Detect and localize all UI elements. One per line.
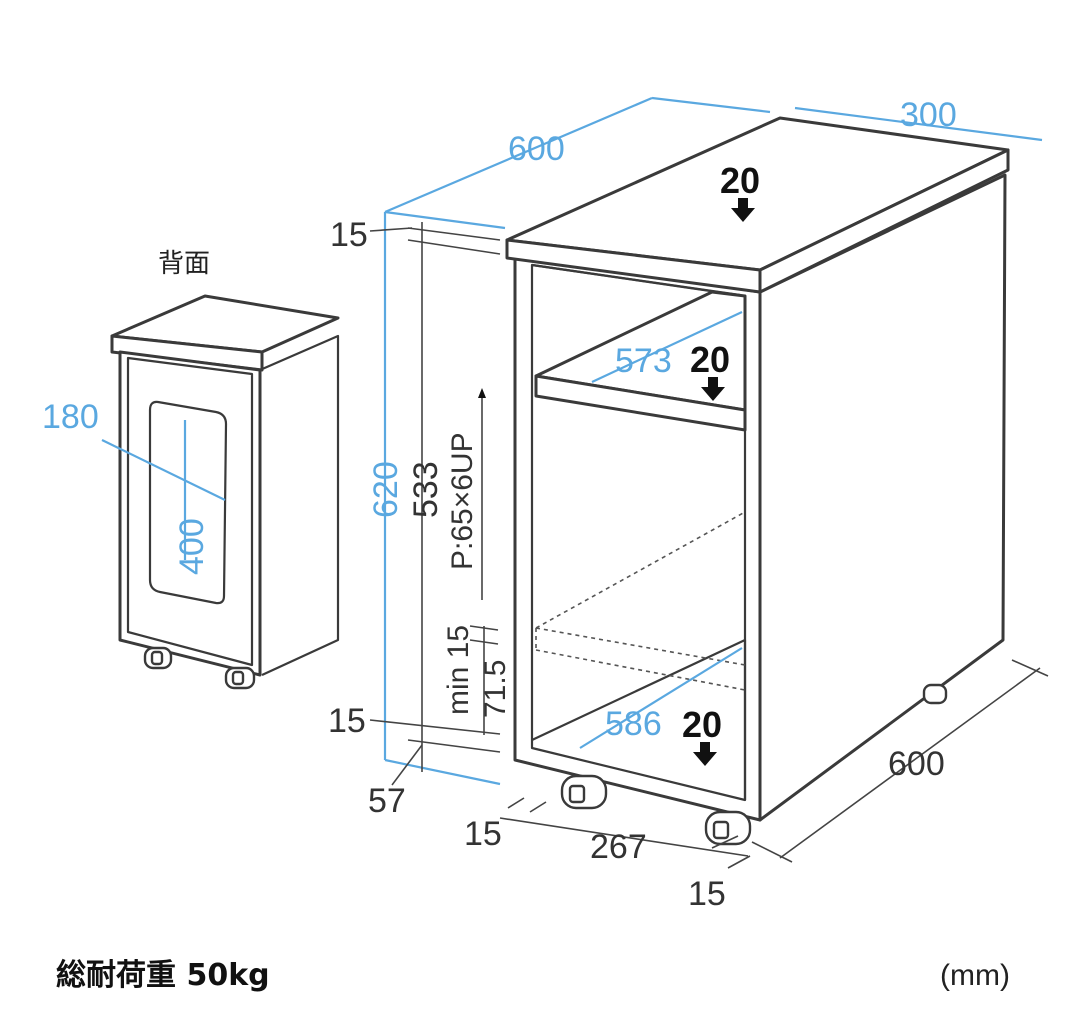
top-width-line-ext	[651, 96, 771, 114]
shelf-depth-line	[591, 311, 743, 383]
shelf-front-edge	[534, 374, 747, 432]
down-arrow-icon	[701, 377, 725, 401]
caster-wheel-icon	[704, 810, 752, 846]
pitch-label: P:65×6UP	[446, 432, 479, 570]
back-body	[118, 350, 262, 677]
caster-wheel-icon	[143, 646, 173, 670]
top-thickness-label: 15	[330, 216, 368, 254]
top-thickness-leader	[369, 227, 413, 232]
optional-shelf-dash-2	[535, 627, 746, 666]
top-width-line	[384, 96, 653, 214]
inner-height-label: 533	[407, 461, 445, 518]
shelf-load-label: 20	[690, 339, 730, 380]
down-arrow-icon	[731, 198, 755, 222]
bottom-shelf-back	[531, 638, 747, 800]
back-view: 背面 180 400	[42, 249, 340, 690]
top-width-ext-left	[384, 210, 506, 230]
bottom-thickness-ext	[407, 739, 501, 753]
optional-shelf-dash-3	[535, 649, 746, 691]
bottom-width-line	[499, 817, 749, 857]
opening-width-label: 180	[42, 398, 99, 436]
bottom-load-label: 20	[682, 704, 722, 745]
inner-width-label: 267	[590, 828, 647, 866]
pitch-arrow	[478, 388, 486, 398]
opening-width-leader	[101, 439, 226, 501]
back-body-inner	[126, 356, 254, 667]
bottom-width-tick-4	[727, 855, 751, 869]
back-view-label: 背面	[158, 249, 210, 279]
back-side-edge	[259, 334, 340, 676]
opening-height-label: 400	[173, 518, 211, 575]
bottom-thickness-label: 15	[328, 702, 366, 740]
load-markers: 20 20 20	[682, 160, 760, 766]
dimensions: 600 300 620 533 P:65×6UP 15 min 15 71.5 …	[328, 96, 1049, 913]
total-height-ext-bottom	[384, 758, 501, 786]
top-thickness-ext-1	[407, 227, 501, 241]
total-height-label: 620	[367, 461, 405, 518]
caster-wheel-icon	[560, 774, 608, 810]
back-cable-opening	[148, 400, 228, 605]
side-board-right-label: 15	[688, 875, 726, 913]
inner-top-line	[531, 263, 741, 297]
top-load-label: 20	[720, 160, 760, 201]
base-depth-line	[779, 667, 1041, 859]
side-board-left-label: 15	[464, 815, 502, 853]
base-depth-ext-2	[1011, 659, 1049, 677]
down-arrow-icon	[693, 742, 717, 766]
caster-wheel-icon	[224, 666, 256, 690]
bottom-width-tick-3	[711, 835, 739, 849]
base-depth-label: 600	[888, 745, 945, 783]
shelf-depth-label: 573	[615, 342, 672, 380]
caster-wheel-icon	[922, 683, 948, 705]
bottom-depth-line	[579, 647, 743, 749]
main-cart	[505, 116, 1010, 846]
top-depth-label: 300	[900, 96, 957, 134]
base-depth-ext-1	[751, 841, 793, 863]
bottom-width-tick-1	[507, 797, 525, 809]
top-thickness-ext-2	[407, 239, 501, 255]
total-capacity-label: 総耐荷重 50kg	[56, 958, 270, 993]
caster-height-leader	[391, 744, 423, 786]
bottom-width-tick-2	[529, 801, 547, 813]
top-depth-line	[794, 106, 1043, 142]
bottom-depth-label: 586	[605, 705, 662, 743]
top-side-edge	[758, 148, 1010, 294]
caster-height-label: 57	[368, 782, 406, 820]
bottom-thickness-leader	[369, 719, 501, 735]
top-width-label: 600	[508, 130, 565, 168]
min-shelf-label: min 15	[442, 625, 475, 715]
unit-label: (mm)	[940, 959, 1010, 992]
